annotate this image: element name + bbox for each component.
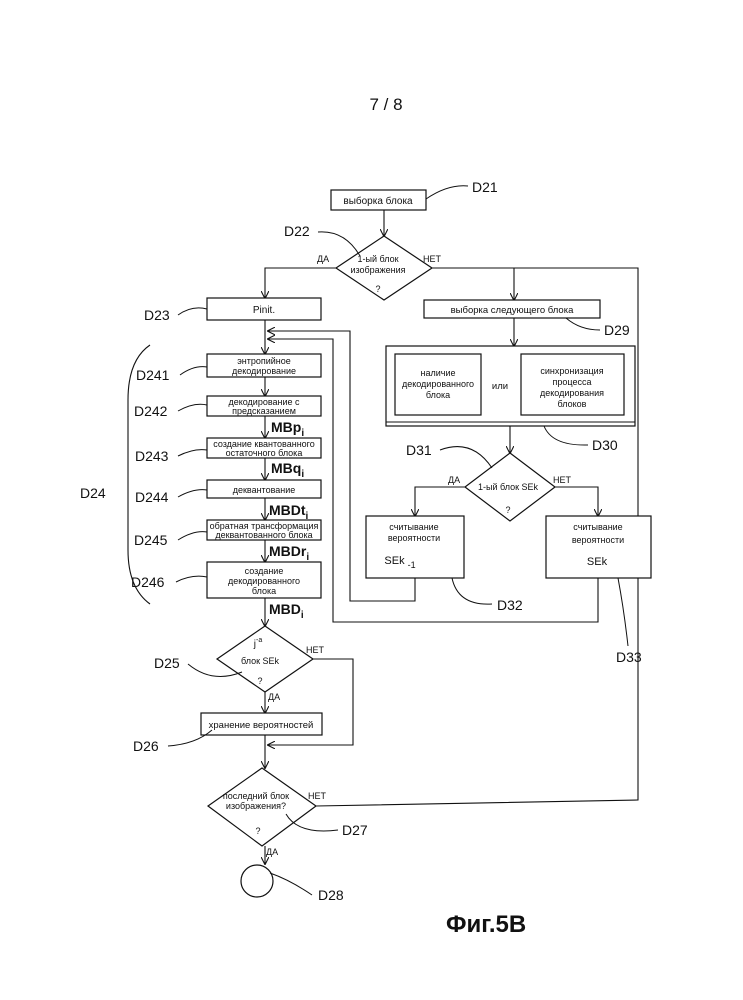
d22-yes-label: ДА — [317, 254, 329, 264]
ref-d26: D26 — [133, 738, 159, 754]
d30-right-line1: синхронизация — [540, 366, 603, 376]
decision-d31: 1-ый блок SEk ? — [465, 453, 555, 521]
ref-d32: D32 — [497, 597, 523, 613]
step-d246-line1: создание — [245, 566, 284, 576]
step-d26-box: хранение вероятностей — [201, 713, 322, 735]
step-d21-text: выборка блока — [343, 195, 413, 207]
decision-d31-q: ? — [505, 505, 510, 515]
step-d242-box: декодирование с предсказанием — [207, 396, 321, 416]
ref-d246: D246 — [131, 574, 165, 590]
step-d244-text: деквантование — [233, 485, 296, 495]
decision-d27-q: ? — [255, 826, 260, 836]
step-d26-text: хранение вероятностей — [209, 720, 314, 731]
decision-d25: j-а блок SEk ? — [217, 626, 313, 692]
step-d241-line1: энтропийное — [237, 356, 291, 366]
d31-yes-label: ДА — [448, 475, 460, 485]
d25-no-label: НЕТ — [306, 645, 325, 655]
step-d21-box: выборка блока — [331, 190, 426, 210]
decision-d22-line2: изображения — [350, 265, 405, 275]
d30-left-line1: наличие — [421, 368, 456, 378]
d30-left-line3: блока — [426, 390, 450, 400]
step-d242-line2: предсказанием — [232, 406, 296, 416]
ref-d30: D30 — [592, 437, 618, 453]
step-d246-line3: блока — [252, 586, 276, 596]
step-d241-line2: декодирование — [232, 366, 296, 376]
ref-d28: D28 — [318, 887, 344, 903]
step-d33-line1: считывание — [573, 522, 622, 532]
step-d32-line1: считывание — [389, 522, 438, 532]
step-d246-box: создание декодированного блока — [207, 562, 321, 598]
step-d33-line2: вероятности — [572, 535, 624, 545]
decision-d25-line2: блок SEk — [241, 656, 280, 666]
signal-mbdr: MBDri — [269, 543, 309, 563]
d31-no-label: НЕТ — [553, 475, 572, 485]
ref-d31: D31 — [406, 442, 432, 458]
step-d32-line2: вероятности — [388, 533, 440, 543]
ref-d24: D24 — [80, 485, 106, 501]
d30-right-line3: декодирования — [540, 388, 604, 398]
step-d246-line2: декодированного — [228, 576, 300, 586]
ref-d245: D245 — [134, 532, 168, 548]
signal-mbdt: MBDti — [269, 502, 309, 522]
decision-d25-q: ? — [257, 676, 262, 686]
d30-right-line4: блоков — [558, 399, 587, 409]
ref-d25: D25 — [154, 655, 180, 671]
step-d23-text: Pinit. — [253, 305, 275, 316]
decision-d27-line2: изображения? — [226, 801, 286, 811]
figure-caption: Фиг.5В — [446, 911, 526, 938]
step-d29-text: выборка следующего блока — [451, 305, 574, 316]
step-d243-box: создание квантованного остаточного блока — [207, 438, 321, 458]
signal-mbq: MBqi — [271, 460, 304, 480]
step-d241-box: энтропийное декодирование — [207, 354, 321, 377]
decision-d27: последний блок изображения? ? — [208, 768, 316, 846]
ref-d243: D243 — [135, 448, 169, 464]
d30-or: или — [492, 381, 508, 392]
ref-d29: D29 — [604, 322, 630, 338]
ref-d242: D242 — [134, 403, 168, 419]
d30-right-line2: процесса — [553, 377, 592, 387]
ref-d244: D244 — [135, 489, 169, 505]
decision-d22-line1: 1-ый блок — [357, 254, 398, 264]
step-d29-box: выборка следующего блока — [424, 300, 600, 318]
ref-d23: D23 — [144, 307, 170, 323]
step-d32-box: считывание вероятности SEk-1 — [366, 516, 464, 578]
ref-d33: D33 — [616, 649, 642, 665]
page-number: 7 / 8 — [369, 95, 402, 114]
decision-d22: 1-ый блок изображения ? — [336, 236, 432, 300]
d22-no-label: НЕТ — [423, 254, 442, 264]
ref-d22: D22 — [284, 223, 310, 239]
end-node-d28 — [241, 865, 273, 897]
d25-yes-label: ДА — [268, 692, 280, 702]
d27-no-label: НЕТ — [308, 791, 327, 801]
ref-d27: D27 — [342, 822, 368, 838]
step-d33-var: SEk — [587, 556, 608, 568]
step-d30-group: наличие декодированного блока или синхро… — [386, 346, 635, 426]
ref-d241: D241 — [136, 367, 170, 383]
d24-bracket — [128, 345, 150, 604]
step-d23-box: Pinit. — [207, 298, 321, 320]
decision-d31-text: 1-ый блок SEk — [478, 482, 539, 492]
ref-d21: D21 — [472, 179, 498, 195]
step-d33-box: считывание вероятности SEk — [546, 516, 651, 578]
d27-yes-label: ДА — [266, 847, 278, 857]
signal-mbd: MBDi — [269, 601, 304, 621]
decision-d27-line1: последний блок — [223, 791, 289, 801]
step-d244-box: деквантование — [207, 480, 321, 498]
step-d245-box: обратная трансформация деквантованного б… — [207, 520, 321, 540]
step-d245-line2: деквантованного блока — [215, 530, 312, 540]
signal-mbp: MBpi — [271, 419, 304, 439]
step-d243-line2: остаточного блока — [226, 448, 303, 458]
d30-left-line2: декодированного — [402, 379, 474, 389]
decision-d22-q: ? — [375, 284, 380, 294]
